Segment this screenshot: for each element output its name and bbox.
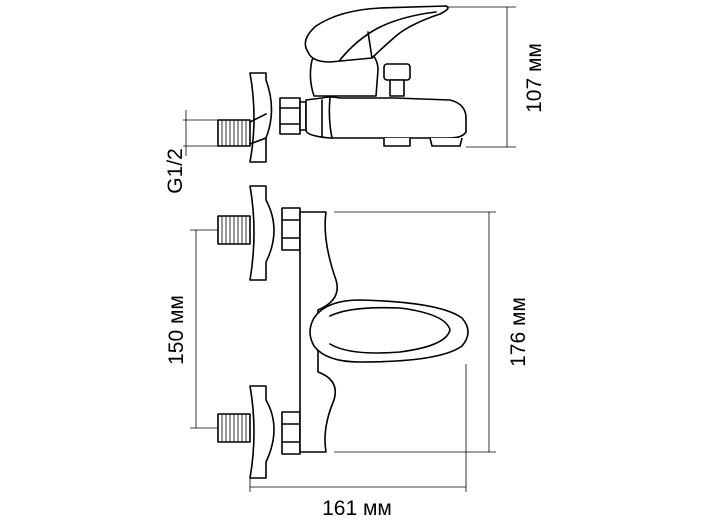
- top-flange-upper: [249, 185, 275, 281]
- dimension-lines: [183, 6, 516, 492]
- side-body: [305, 96, 467, 139]
- top-thread-lower: [217, 413, 251, 443]
- side-diverter-knob: [383, 63, 411, 97]
- top-view: [217, 185, 469, 479]
- depth-label: 176 мм: [507, 297, 530, 367]
- top-nut-lower: [281, 411, 301, 455]
- top-thread-upper: [217, 215, 251, 245]
- width-label: 161 мм: [322, 497, 392, 520]
- side-view: [217, 5, 467, 163]
- side-thread-connector: [217, 113, 267, 147]
- height-label: 107 мм: [523, 43, 546, 113]
- thread-label: G1/2: [164, 148, 187, 194]
- top-flange-lower: [249, 385, 275, 479]
- side-hex-nut: [279, 97, 307, 135]
- side-lever: [304, 5, 449, 63]
- center-distance-label: 150 мм: [165, 295, 188, 365]
- top-nut-upper: [281, 207, 301, 251]
